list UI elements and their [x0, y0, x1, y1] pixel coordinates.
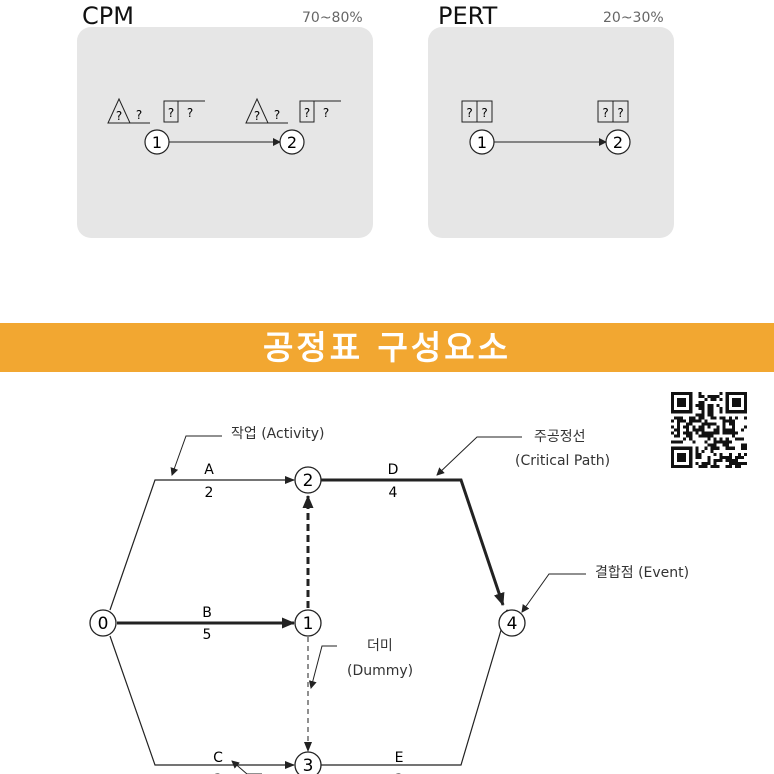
cpm-panel: ? ? ? ? ? ? ? ? 1 2	[77, 27, 373, 238]
node-3: 3	[294, 751, 322, 774]
critical-callout-leader	[436, 436, 522, 476]
pert-end-annotation: ? ?	[597, 100, 629, 123]
c-callout-leader	[231, 760, 262, 774]
svg-text:1: 1	[303, 614, 314, 634]
activity-d-duration: 4	[389, 485, 398, 501]
activity-d-edge	[321, 478, 505, 606]
network-diagram: A 2 B 5 C 3 D 4 E 3 0 1 2 3 4	[89, 435, 586, 774]
activity-callout-leader	[170, 435, 222, 476]
pert-node-end: 2	[605, 129, 631, 155]
cpm-percent: 70~80%	[302, 10, 363, 26]
svg-text:?: ?	[254, 109, 260, 123]
svg-text:2: 2	[613, 133, 623, 152]
svg-text:?: ?	[304, 106, 310, 120]
activity-b-name: B	[202, 605, 212, 621]
pert-panel: ? ? ? ? 1 2	[428, 27, 674, 238]
svg-text:?: ?	[168, 106, 174, 120]
pert-diagram: ? ? ? ? 1 2	[461, 100, 631, 155]
dummy-callout-leader	[308, 645, 337, 689]
activity-e-name: E	[395, 750, 404, 766]
activity-c-duration: 3	[214, 772, 223, 774]
cpm-start-annotation: ? ? ? ?	[107, 97, 205, 124]
svg-text:?: ?	[602, 106, 608, 120]
activity-d-name: D	[388, 462, 399, 478]
node-0: 0	[89, 609, 117, 637]
node-2: 2	[294, 466, 322, 494]
pert-title: PERT	[438, 2, 498, 30]
cpm-end-annotation: ? ? ? ?	[245, 97, 341, 124]
svg-text:?: ?	[116, 109, 122, 123]
svg-text:?: ?	[617, 106, 623, 120]
node-4: 4	[498, 609, 526, 637]
cpm-node-end: 2	[279, 129, 305, 155]
svg-text:?: ?	[466, 106, 472, 120]
pert-percent: 20~30%	[603, 10, 664, 26]
activity-b-duration: 5	[203, 627, 212, 643]
cpm-title: CPM	[82, 2, 134, 30]
activity-c-edge	[109, 635, 295, 769]
svg-text:?: ?	[136, 108, 142, 122]
critical-path-label: 주공정선	[534, 429, 586, 445]
svg-text:?: ?	[323, 106, 329, 120]
section-banner: 공정표 구성요소	[0, 323, 774, 372]
pert-node-start: 1	[469, 129, 495, 155]
qr-code-icon	[671, 392, 747, 468]
activity-callout-label: 작업 (Activity)	[231, 426, 325, 442]
pert-start-annotation: ? ?	[461, 100, 493, 123]
svg-text:?: ?	[274, 108, 280, 122]
svg-text:4: 4	[507, 614, 518, 634]
critical-path-sublabel: (Critical Path)	[515, 453, 611, 469]
node-1: 1	[294, 609, 322, 637]
event-callout-label: 결합점 (Event)	[595, 565, 690, 581]
svg-text:0: 0	[98, 614, 109, 634]
svg-text:?: ?	[481, 106, 487, 120]
svg-text:3: 3	[303, 756, 314, 774]
activity-a-duration: 2	[205, 485, 214, 501]
activity-a-name: A	[204, 462, 214, 478]
event-callout-leader	[521, 573, 586, 613]
cpm-diagram: ? ? ? ? ? ? ? ? 1 2	[107, 97, 341, 155]
svg-text:2: 2	[287, 133, 297, 152]
activity-e-edge	[321, 609, 509, 766]
svg-text:2: 2	[303, 471, 314, 491]
svg-text:1: 1	[477, 133, 487, 152]
dummy-callout-label: 더미	[367, 638, 393, 654]
cpm-node-start: 1	[144, 129, 170, 155]
svg-text:?: ?	[187, 106, 193, 120]
dummy-callout-sublabel: (Dummy)	[347, 663, 414, 679]
activity-c-name: C	[213, 750, 223, 766]
activity-a-edge	[109, 476, 295, 611]
svg-text:1: 1	[152, 133, 162, 152]
activity-e-duration: 3	[395, 772, 404, 774]
